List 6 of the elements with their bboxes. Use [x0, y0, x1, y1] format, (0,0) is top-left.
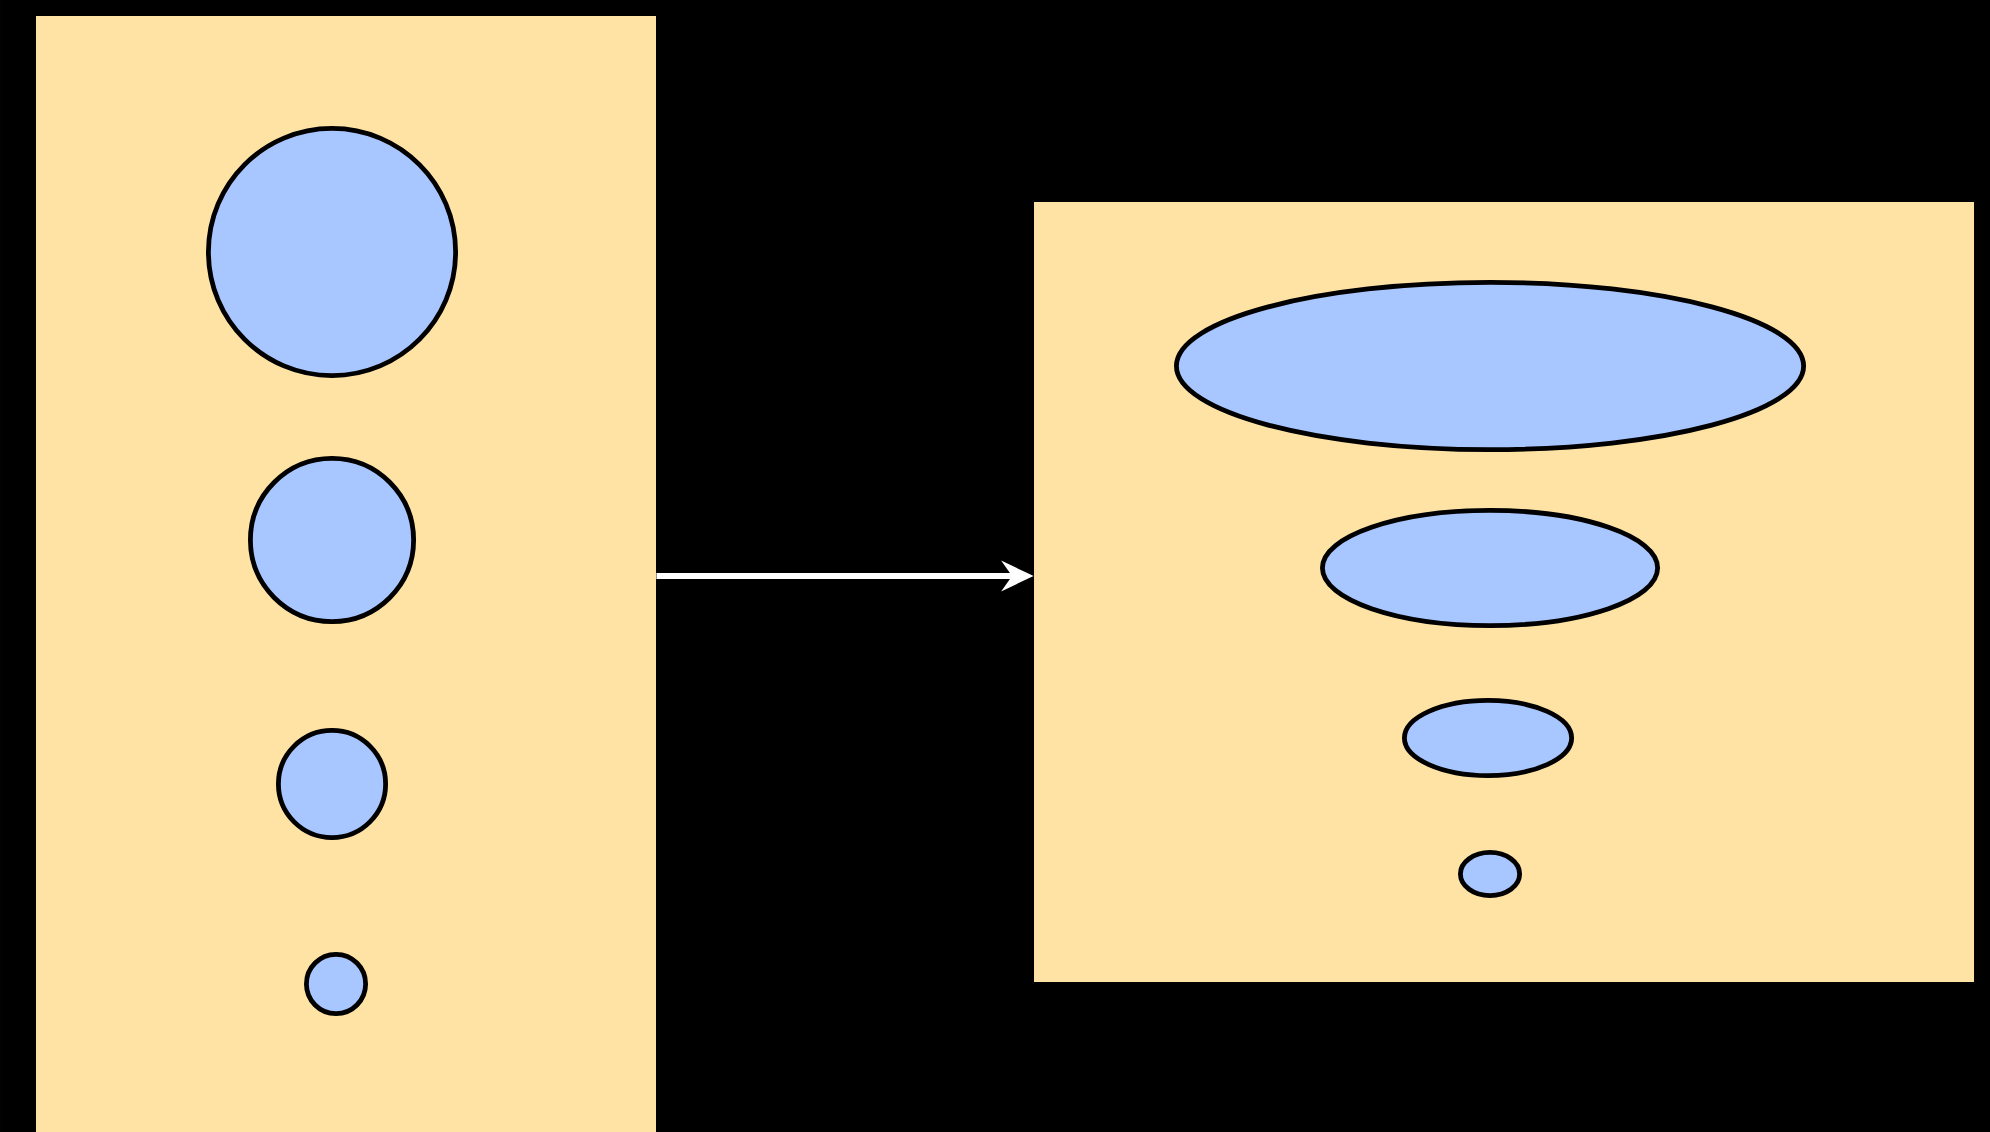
ellipse-shape	[1402, 698, 1574, 778]
circle-shape	[276, 728, 388, 840]
circle-shape	[248, 456, 416, 624]
ellipse-shape	[1174, 280, 1806, 452]
circle-shape	[206, 126, 458, 378]
ellipse-shape	[1320, 508, 1660, 628]
